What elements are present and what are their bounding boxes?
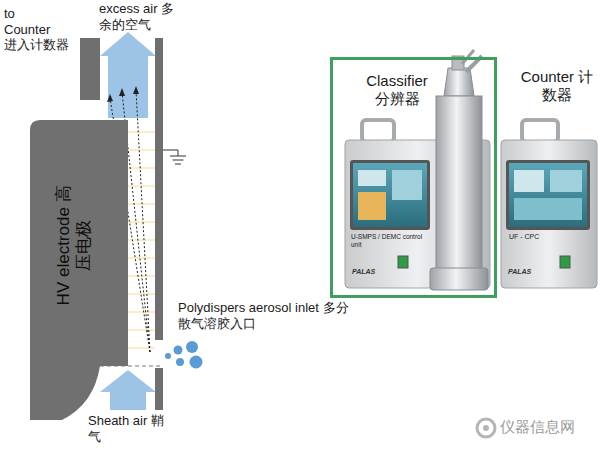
field-line — [128, 330, 155, 331]
field-line — [128, 222, 155, 223]
outlet-label: to Counter 进入计数器 — [4, 6, 72, 53]
ground-bar — [173, 159, 184, 160]
column-body — [436, 96, 482, 272]
trajectory — [136, 90, 150, 352]
column-head — [444, 68, 474, 96]
particle — [186, 341, 198, 353]
counter-unit — [501, 140, 597, 288]
particle — [176, 358, 184, 366]
screen-panel — [392, 170, 422, 200]
brand-text: PALAS — [352, 268, 392, 276]
field-line — [128, 312, 155, 313]
watermark-logo — [477, 419, 495, 437]
excess-air-label: excess air 多余的空气 — [99, 1, 181, 32]
screen-panel — [358, 170, 386, 186]
field-line — [128, 150, 155, 151]
trajectory-head — [133, 86, 139, 94]
field-line — [128, 204, 155, 205]
particle — [174, 346, 183, 355]
ground-bar — [170, 155, 186, 156]
screen — [509, 163, 587, 227]
trajectory-head — [107, 94, 113, 102]
handle — [362, 120, 394, 142]
screen-bezel — [506, 160, 590, 230]
particle — [165, 353, 171, 359]
sheath-air-arrow — [100, 370, 156, 410]
device-text: U-SMPS / DEMC control unit — [351, 233, 429, 249]
sheath-air-label: Sheath air 鞘气 — [88, 413, 164, 444]
handle — [522, 120, 558, 142]
screen-panel — [514, 170, 544, 192]
screen — [353, 163, 427, 227]
outer-wall — [155, 368, 163, 410]
counter-label: Counter 计数器 — [517, 68, 597, 104]
ground-wire — [177, 150, 178, 156]
screen-panel — [550, 170, 582, 192]
inlet-label: Polydispers aerosol inlet 多分散气溶胶入口 — [178, 300, 350, 331]
screen-panel — [358, 192, 386, 220]
ground-wire — [163, 149, 178, 150]
power-switch — [398, 256, 408, 268]
ground-symbol — [163, 150, 186, 164]
ground-bar — [175, 163, 181, 164]
power-switch — [560, 256, 570, 268]
watermark: 仪器信息网 — [500, 418, 596, 436]
electrode-label: HV electrode 高压电极 — [54, 184, 95, 306]
column-base — [430, 268, 488, 290]
outlet-wall — [80, 38, 100, 100]
classifier-frame: Classifier 分辨器 — [330, 57, 497, 298]
electrode-shape: HV electrode 高压电极 — [30, 120, 128, 420]
trajectory-head — [119, 88, 125, 96]
excess-air-arrow — [100, 32, 156, 118]
screen-bezel — [350, 160, 430, 230]
field-line — [128, 348, 155, 349]
brand-text: PALAS — [508, 268, 548, 276]
screen-panel — [514, 198, 582, 220]
classifier-label: Classifier 分辨器 — [359, 72, 435, 108]
outer-wall — [155, 38, 163, 340]
field-line — [128, 132, 155, 133]
aerosol-particles — [165, 341, 203, 369]
field-line — [128, 294, 155, 295]
field-line — [128, 168, 155, 169]
particle — [190, 356, 203, 369]
field-line — [128, 258, 155, 259]
watermark-logo — [483, 425, 489, 431]
device-text: UF - CPC — [509, 233, 587, 241]
electrode-body — [30, 120, 128, 420]
